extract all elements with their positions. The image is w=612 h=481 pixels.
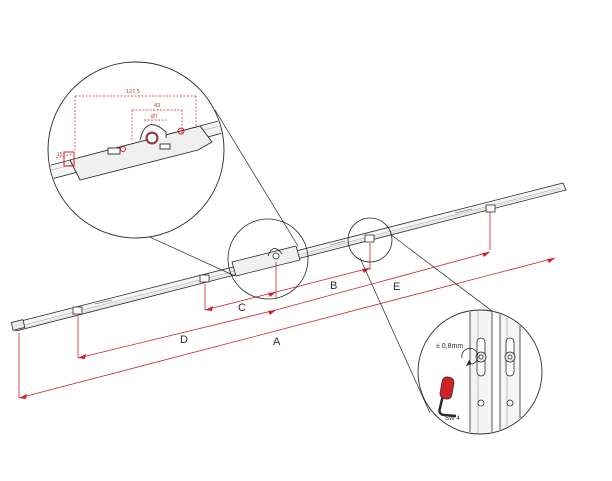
label-B: B bbox=[330, 280, 337, 292]
gearbox bbox=[231, 245, 301, 277]
dim-side: 15 bbox=[57, 152, 63, 158]
cam-2 bbox=[199, 274, 210, 283]
ring-gearbox bbox=[227, 218, 309, 300]
cam-4 bbox=[485, 204, 496, 213]
label-E: E bbox=[393, 281, 400, 293]
label-C: C bbox=[238, 302, 246, 314]
tool-size: SW 4 bbox=[445, 416, 460, 422]
locking-cams bbox=[72, 204, 496, 315]
cam-1 bbox=[72, 306, 83, 315]
dimension-lines bbox=[18, 212, 556, 399]
cam-3 bbox=[364, 234, 375, 243]
ring-cam bbox=[347, 217, 393, 263]
dim-diameter: Ø7 bbox=[151, 114, 158, 120]
dim-total: 127,5 bbox=[126, 89, 140, 95]
detail-circle-bottom: ± 0,8mm SW 4 bbox=[417, 309, 543, 435]
magnifier-rings bbox=[227, 217, 393, 300]
hex-key-tool bbox=[438, 376, 457, 418]
label-A: A bbox=[273, 336, 281, 348]
dim-center: 43 bbox=[154, 103, 160, 109]
adjust-range: ± 0,8mm bbox=[436, 343, 463, 350]
dimension-arrows bbox=[19, 252, 555, 399]
detail-circle-top: 127,5 43 Ø7 15 bbox=[47, 61, 225, 239]
label-D: D bbox=[180, 334, 188, 346]
